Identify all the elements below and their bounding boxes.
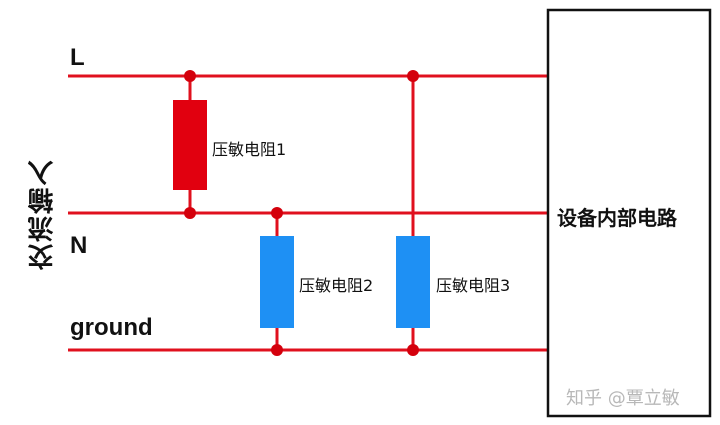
junction-node [407, 70, 419, 82]
line-n-label: N [70, 232, 88, 259]
varistor-1-label: 压敏电阻1 [212, 140, 287, 159]
line-ground-label: ground [70, 314, 153, 341]
varistor-3-label: 压敏电阻3 [436, 276, 511, 295]
device-internal-circuit-label: 设备内部电路 [557, 206, 677, 230]
varistor-3 [396, 236, 430, 328]
device-internal-circuit-box [546, 8, 712, 418]
ac-input-label: 交流输入 [28, 158, 58, 270]
line-l-label: L [70, 44, 85, 71]
junction-node [184, 207, 196, 219]
junction-node [184, 70, 196, 82]
varistor-1 [173, 100, 207, 190]
varistor-2-label: 压敏电阻2 [299, 276, 374, 295]
junction-node [271, 344, 283, 356]
watermark: 知乎 @覃立敏 [566, 388, 680, 409]
junction-node [271, 207, 283, 219]
junction-node [407, 344, 419, 356]
varistor-2 [260, 236, 294, 328]
